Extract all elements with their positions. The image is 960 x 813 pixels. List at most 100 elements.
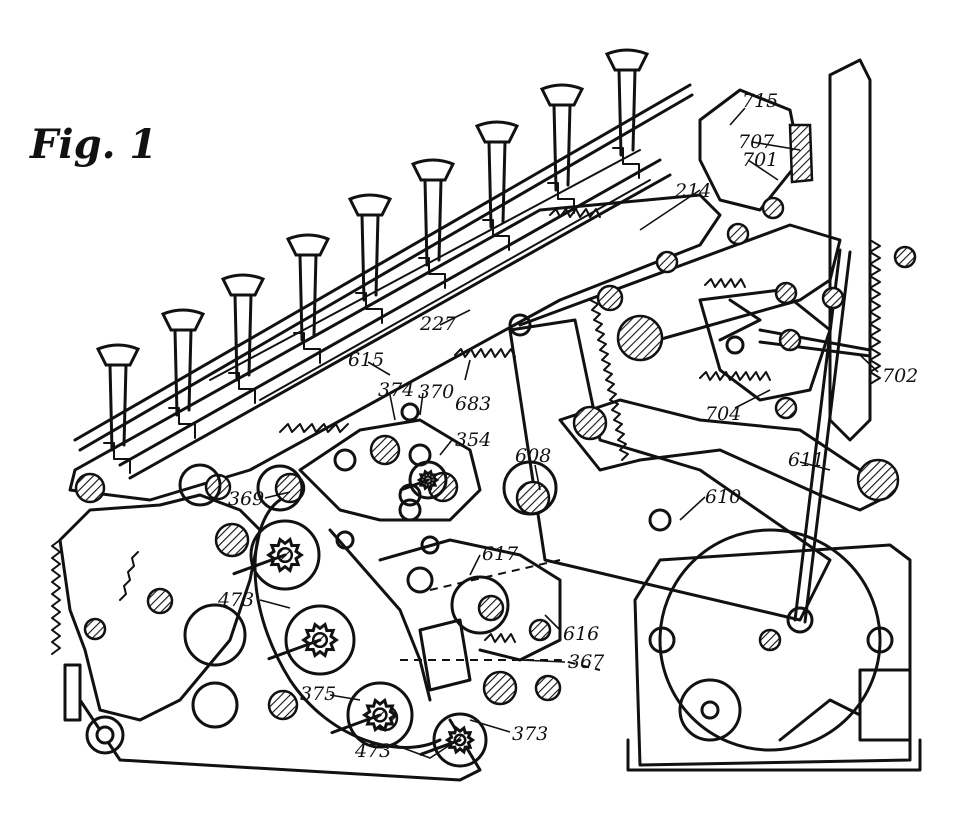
key-3 <box>220 273 266 404</box>
motor-housing <box>626 528 922 772</box>
gear-arm <box>330 713 382 735</box>
shaft-section <box>482 670 518 706</box>
ref-608: 608 <box>515 445 551 467</box>
gear-rim <box>346 681 414 749</box>
figure-title: Fig. 1 <box>29 121 157 168</box>
star-gear <box>399 460 448 500</box>
pivot-ring <box>333 448 357 472</box>
shaft-section <box>726 222 750 246</box>
shaft-section <box>893 245 917 269</box>
spring-group <box>119 208 771 643</box>
shaft-section <box>267 689 299 721</box>
key-latch <box>547 182 575 214</box>
gear-rim <box>284 604 356 676</box>
key-stem <box>173 328 193 417</box>
key-7 <box>474 120 520 251</box>
ref-369: 369 <box>228 488 264 510</box>
ref-375: 375 <box>300 683 336 705</box>
key-cap <box>474 120 520 144</box>
shaft-section <box>856 458 900 502</box>
shaft-section <box>214 522 250 558</box>
shaft-section <box>774 281 798 305</box>
ref-214: 214 <box>674 180 711 202</box>
ref-473-lower: 473 <box>354 740 391 762</box>
shaft-section <box>761 196 785 220</box>
pivot-ring <box>406 566 434 594</box>
gear-arm <box>419 738 462 756</box>
shaft-section <box>528 618 552 642</box>
rack <box>698 58 881 442</box>
star-gear <box>232 519 321 591</box>
key-cap <box>220 273 266 297</box>
key-8 <box>539 83 585 214</box>
key-latch <box>293 332 321 364</box>
ref-354: 354 <box>455 429 491 451</box>
reference-labels: 715 707 701 214 702 704 611 610 608 227 … <box>217 90 918 762</box>
key-cap <box>160 308 206 332</box>
shaft-section <box>821 286 845 310</box>
gear-arm <box>267 638 322 661</box>
ref-701: 701 <box>742 149 778 171</box>
ref-615: 615 <box>348 349 384 371</box>
shaft-section <box>572 405 608 441</box>
pivot-ring <box>398 498 422 522</box>
key-stem <box>487 140 507 229</box>
gear-arm <box>232 553 287 576</box>
key-latch <box>355 292 383 324</box>
pivot-ring <box>335 530 355 550</box>
key-6 <box>410 158 456 289</box>
ref-227: 227 <box>419 313 457 335</box>
shaft-section <box>83 617 107 641</box>
key-2 <box>160 308 206 439</box>
ref-610: 610 <box>705 486 741 508</box>
key-cap <box>604 48 650 72</box>
star-gears <box>232 460 488 768</box>
star-gear <box>330 681 414 749</box>
shaft-section <box>655 250 679 274</box>
pivot-ring <box>178 463 222 507</box>
ref-374: 374 <box>378 379 414 401</box>
ref-367: 367 <box>568 651 605 673</box>
ref-617: 617 <box>482 543 519 565</box>
shaft-section <box>477 594 505 622</box>
key-latch <box>418 257 446 289</box>
pivot-ring <box>256 464 304 512</box>
key-latch <box>168 407 196 439</box>
key-stem <box>298 253 318 342</box>
shaft-section <box>274 472 306 504</box>
shaft-section <box>616 314 664 362</box>
ref-370: 370 <box>418 381 454 403</box>
ref-473-upper: 473 <box>217 589 254 611</box>
key-latch <box>103 442 131 474</box>
pivot-ring <box>502 460 558 516</box>
ref-683: 683 <box>455 393 491 415</box>
shaft-section <box>369 434 401 466</box>
shaft-section <box>74 472 106 504</box>
shaft-section <box>778 328 802 352</box>
ref-715: 715 <box>742 90 778 112</box>
key-latch <box>228 372 256 404</box>
pivot-ring <box>786 606 814 634</box>
ref-702: 702 <box>882 365 918 387</box>
key-stem <box>552 103 572 192</box>
key-stem <box>423 178 443 267</box>
gear-arm <box>399 478 430 492</box>
key-row <box>95 48 650 474</box>
ref-704: 704 <box>705 403 741 425</box>
leader-lines <box>259 107 879 759</box>
key-cap <box>95 343 141 367</box>
pivot-ring <box>420 535 440 555</box>
pivot-ring <box>400 402 420 422</box>
key-cap <box>347 193 393 217</box>
pivot-ring <box>450 575 510 635</box>
ref-611: 611 <box>788 449 824 471</box>
key-4 <box>285 233 331 364</box>
main-linkage <box>508 223 882 624</box>
pivot-ring <box>508 313 532 337</box>
key-bank-frame <box>68 83 722 502</box>
key-cap <box>539 83 585 107</box>
pivot-ring <box>725 335 745 355</box>
key-cap <box>410 158 456 182</box>
key-stem <box>360 213 380 302</box>
